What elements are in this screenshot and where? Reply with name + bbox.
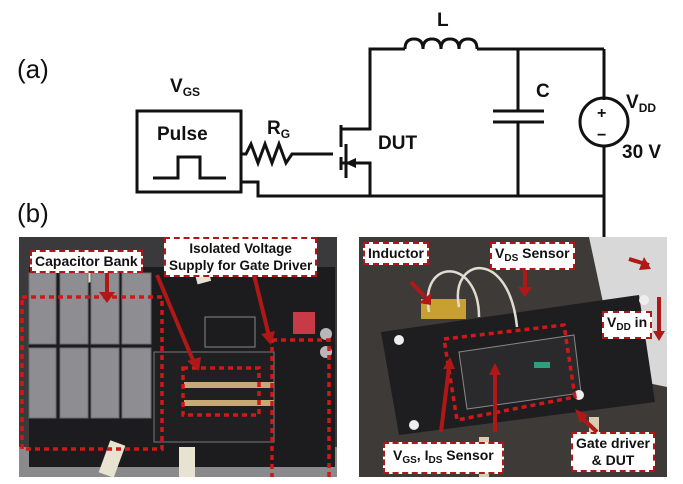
callout-inductor: Inductor (363, 242, 429, 265)
vdd-value: 30 V (622, 142, 662, 163)
panel-a-label: (a) (17, 54, 49, 84)
callout-vdd-in: VDD in (602, 311, 653, 339)
dut-label: DUT (378, 133, 418, 154)
pulse-source-box (135, 109, 243, 194)
mosfet-arrow-icon (345, 158, 356, 168)
callout-vgs-ids-sensor: VGS, IDS Sensor (383, 442, 504, 474)
callout-isolated-supply: Isolated Voltage Supply for Gate Driver (164, 237, 318, 277)
rg-label: RG (267, 118, 291, 141)
callout-vds-sensor: VDS Sensor (490, 242, 575, 270)
gate-resistor (241, 139, 333, 168)
callout-gate-driver-dut: Gate driver & DUT (571, 432, 655, 472)
panel-b-label: (b) (17, 198, 49, 228)
capacitor-bank-board (19, 237, 337, 477)
mosfet-drain (341, 47, 405, 131)
vdd-minus-sign: − (597, 127, 606, 144)
inductor-label: L (437, 10, 449, 31)
inductor (403, 37, 479, 50)
left-pcb-photo: Capacitor Bank Isolated Voltage Supply f… (19, 237, 337, 477)
callout-capacitor-bank: Capacitor Bank (30, 250, 143, 273)
vdd-plus-sign: + (597, 105, 606, 122)
right-pcb-photo: Inductor VDS Sensor VDD in VGS, IDS Sens… (359, 237, 667, 477)
vdd-label: VDD (626, 92, 657, 115)
capacitor-label: C (536, 81, 550, 102)
circuit-schematic: + − (135, 37, 630, 240)
pulse-label: Pulse (157, 124, 208, 145)
vgs-label: VGS (170, 76, 201, 99)
pulse-waveform-icon (153, 155, 226, 180)
return-wire (241, 180, 370, 198)
